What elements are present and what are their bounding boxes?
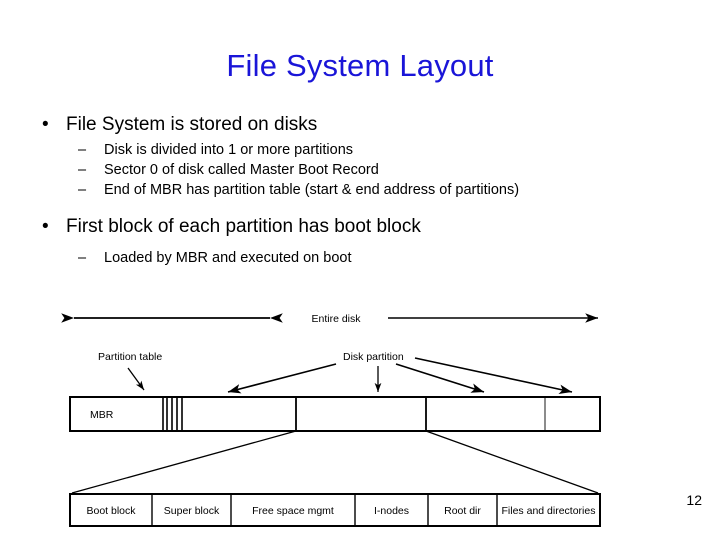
dash-marker-icon: – [78,182,87,198]
bullet-level2: – End of MBR has partition table (start … [0,180,720,200]
fs-cell-files-and-directories: Files and directories [502,505,596,517]
partition-table-label: Partition table [98,351,162,363]
fs-cell-i-nodes: I-nodes [374,505,409,517]
fs-cell-free-space-mgmt: Free space mgmt [252,505,334,517]
bullet-level2: – Disk is divided into 1 or more partiti… [0,140,720,160]
disk-partition-leader-1 [227,363,337,394]
bullet-level2-text: Sector 0 of disk called Master Boot Reco… [104,162,379,178]
bullet-level2-text: Disk is divided into 1 or more partition… [104,142,354,158]
bullet-marker-icon: • [42,216,49,237]
entire-disk-label: Entire disk [311,313,361,325]
fs-cell-super-block: Super block [164,505,220,517]
disk-partition-label: Disk partition [343,351,404,363]
bullet-level2: – Loaded by MBR and executed on boot [0,248,720,268]
bullet-level2: – Sector 0 of disk called Master Boot Re… [0,160,720,180]
bullet-level1: • File System is stored on disks [0,112,720,138]
disk-bar: MBR [69,396,601,432]
bullet-level2-text: End of MBR has partition table (start & … [104,182,520,198]
expansion-line-right [425,430,599,494]
bullet-level1-text: File System is stored on disks [66,114,318,135]
page-title: File System Layout [226,48,494,83]
file-system-layout-diagram: Entire disk Partition table Disk partiti… [0,298,720,540]
bullet-list: • File System is stored on disks – Disk … [0,112,720,268]
bullet-level2-text: Loaded by MBR and executed on boot [104,250,352,266]
bullet-spacer [0,200,720,214]
filesystem-bar: Boot block Super block Free space mgmt I… [69,493,601,527]
dash-marker-icon: – [78,142,87,158]
bullet-marker-icon: • [42,114,49,135]
bullet-level1: • First block of each partition has boot… [0,214,720,240]
expansion-line-left [71,430,297,494]
disk-partition-leader-4 [414,357,573,394]
partition-table-leader [127,367,145,391]
page-number: 12 [686,492,702,508]
bullet-level1-text: First block of each partition has boot b… [66,216,421,237]
fs-cell-boot-block: Boot block [86,505,136,517]
mbr-cell-label: MBR [90,409,114,421]
fs-cell-root-dir: Root dir [444,505,481,517]
dash-marker-icon: – [78,162,87,178]
disk-partition-leader-3 [395,363,485,393]
dash-marker-icon: – [78,250,87,266]
